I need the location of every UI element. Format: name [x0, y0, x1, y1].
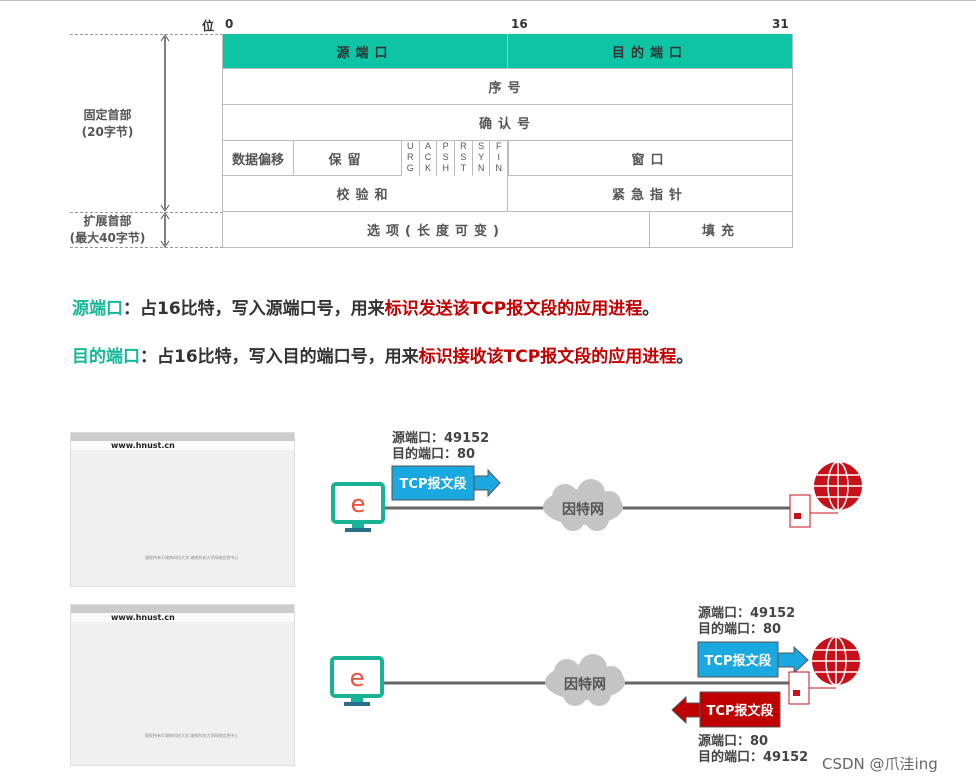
web-globe-icon — [811, 636, 861, 686]
resp-dst-port-label: 目的端口：49152 — [698, 749, 808, 765]
client-computer-icon — [330, 656, 384, 706]
flag-letter: K — [424, 163, 431, 173]
flag-letter: S — [442, 152, 449, 162]
bit-31: 31 — [772, 17, 789, 31]
browser-e-icon: e — [350, 664, 365, 692]
divider — [70, 34, 223, 35]
reserved-field: 保留 — [294, 141, 402, 176]
flag-letter: S — [460, 152, 467, 162]
flag-letter: C — [424, 152, 432, 162]
divider — [70, 212, 223, 213]
client-computer-icon — [331, 482, 385, 532]
browser-e-icon: e — [351, 490, 366, 518]
bit-16: 16 — [511, 17, 528, 31]
resp-src-port-label: 源端口：80 — [698, 733, 768, 749]
flag-letter: R — [460, 141, 467, 151]
divider — [70, 247, 223, 248]
flag-letter: G — [406, 163, 414, 173]
dest-port-description: 目的端口：占16比特，写入目的端口号，用来标识接收该TCP报文段的应用进程。 — [72, 347, 694, 367]
address-bar: www.hnust.cn — [71, 613, 294, 622]
scene-response: 因特网 e 源端口：49152 目的端口：80 TCP报文段 TCP报文段 源端… — [330, 605, 861, 765]
flag-letter: A — [424, 141, 431, 151]
flag-letter: R — [407, 152, 414, 162]
flag-letter: T — [460, 163, 467, 173]
flag-letter: I — [497, 152, 501, 162]
req-dst-port-label: 目的端口：80 — [698, 621, 781, 637]
segment-label: TCP报文段 — [707, 703, 774, 719]
source-port-field: 源端口 — [223, 34, 508, 69]
flag-letter: P — [442, 141, 449, 151]
ext-header-label: 扩展首部(最大40字节) — [69, 214, 146, 245]
options-field: 选项(长度可变) — [223, 212, 650, 248]
flag-letter: S — [478, 141, 485, 151]
flag-letter: Y — [478, 152, 485, 162]
flag-letter: N — [495, 163, 503, 173]
scene-request: 因特网 e 源端口：49152 目的端口：80 TCP报文段 — [331, 430, 863, 532]
tcp-segment-request — [391, 465, 501, 501]
address-bar: www.hnust.cn — [71, 441, 294, 450]
flag-letter: F — [496, 141, 502, 151]
size-arrows — [160, 34, 170, 248]
fixed-header-label: 固定首部(20字节) — [81, 108, 134, 139]
server-icon — [788, 671, 836, 705]
dst-port-label: 目的端口：80 — [392, 446, 475, 462]
urgent-pointer-field: 紧急指针 — [508, 176, 793, 212]
page-footer: 版权所有©湖南科技大学 湖南科技大学网络信息中心 — [145, 733, 239, 738]
tcp-segment-request — [697, 641, 809, 678]
bit-0: 0 — [225, 17, 234, 31]
cloud-label: 因特网 — [562, 501, 604, 518]
cloud-label: 因特网 — [564, 676, 606, 693]
tcp-header-diagram: 位 0 16 31 固定首部(20字节) 扩展首部(最大40字节) 源端口 目的… — [0, 0, 976, 248]
browser-window: www.hnust.cn 版权所有©湖南科技大学 湖南科技大学网络信息中心 — [70, 432, 295, 587]
padding-field: 填充 — [650, 212, 793, 248]
window-field: 窗口 — [508, 141, 793, 176]
seq-field: 序号 — [223, 69, 793, 105]
source-port-description: 源端口：占16比特，写入源端口号，用来标识发送该TCP报文段的应用进程。 — [72, 299, 660, 319]
dest-port-field: 目的端口 — [508, 34, 793, 69]
web-globe-icon — [813, 461, 863, 511]
tcp-segment-response — [671, 691, 781, 728]
src-port-label: 源端口：49152 — [392, 430, 489, 446]
req-src-port-label: 源端口：49152 — [698, 605, 795, 621]
flag-letter: N — [477, 163, 485, 173]
page-footer: 版权所有©湖南科技大学 湖南科技大学网络信息中心 — [145, 555, 239, 560]
csdn-watermark: CSDN @爪洼ing — [822, 755, 938, 773]
ack-field: 确认号 — [223, 105, 793, 141]
flag-letter: U — [407, 141, 414, 151]
flag-letter: H — [442, 163, 449, 173]
browser-window: www.hnust.cn 版权所有©湖南科技大学 湖南科技大学网络信息中心 — [70, 604, 295, 766]
data-offset-field: 数据偏移 — [223, 141, 294, 176]
bit-label: 位 — [202, 19, 215, 33]
server-icon — [789, 494, 838, 528]
checksum-field: 校验和 — [223, 176, 508, 212]
segment-label: TCP报文段 — [400, 476, 467, 492]
segment-label: TCP报文段 — [705, 653, 772, 669]
